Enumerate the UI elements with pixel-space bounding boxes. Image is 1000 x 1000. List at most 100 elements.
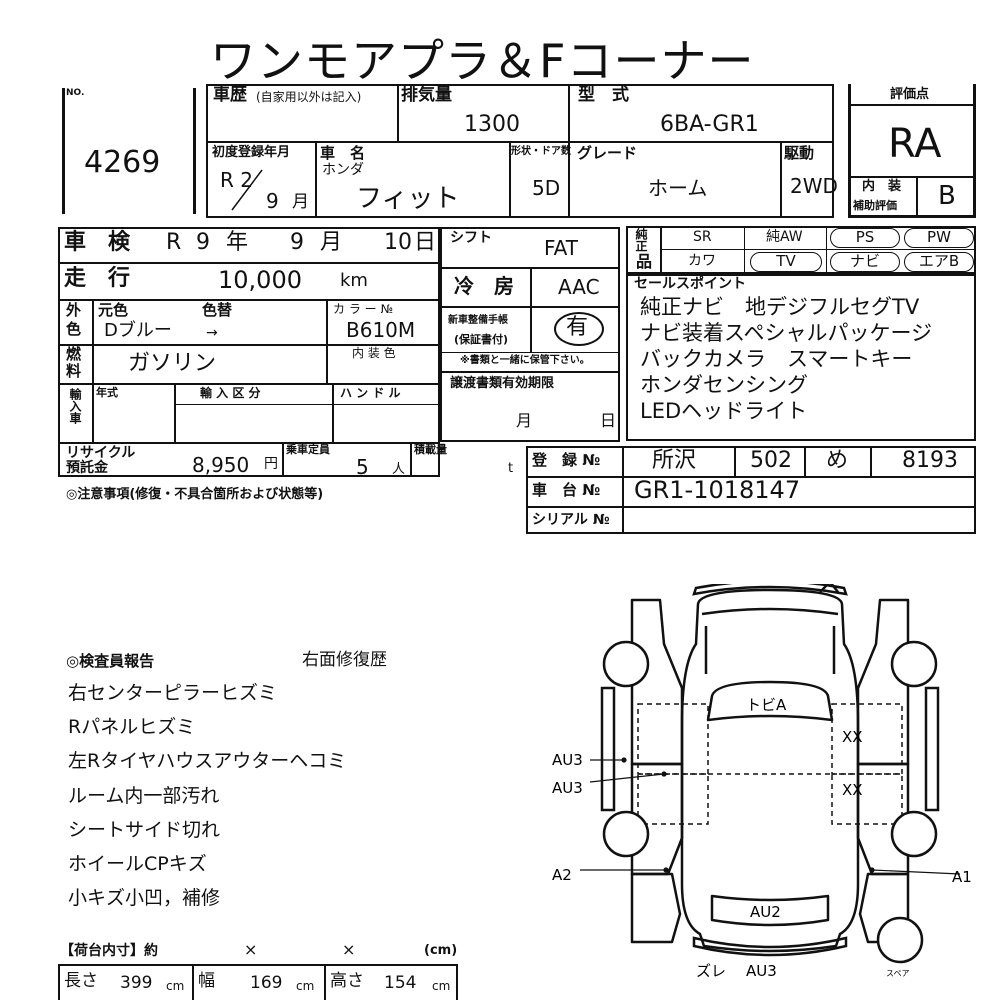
diagram-left-upper-label: AU3 xyxy=(552,751,583,769)
transfer-month-unit: 月 xyxy=(516,411,533,430)
sales-point-line: ナビ装着スペシャルパッケージ xyxy=(640,321,933,345)
chassis-label: 車 台 № xyxy=(532,481,601,499)
shift-label: シフト xyxy=(450,230,492,246)
cargo-unit-label: (cm) xyxy=(424,943,458,958)
sales-point-line: ホンダセンシング xyxy=(640,373,808,397)
cargo-length: 399 xyxy=(120,973,153,993)
divider xyxy=(397,84,399,141)
cargo-height-unit: cm xyxy=(432,979,451,993)
car-maker: ホンダ xyxy=(322,162,364,178)
color-side-label-1: 外 xyxy=(66,301,82,319)
left-rear-panel xyxy=(637,773,709,825)
car-body-outline xyxy=(680,588,860,953)
model-label: 型 式 xyxy=(578,85,629,105)
displacement-label: 排気量 xyxy=(401,85,452,105)
inspection-day: 10 xyxy=(384,230,412,255)
right-rear-wheel xyxy=(890,810,938,858)
car-damage-diagram: トビA XX XX AU3 AU3 A2 A1 AU2 ズレ AU3 スペア xyxy=(552,584,972,980)
divider xyxy=(826,226,827,274)
divider xyxy=(916,176,918,218)
manual-label-1: 新車整備手帳 xyxy=(448,315,508,326)
equipment-tv: TV xyxy=(750,252,822,272)
manual-note: ※書類と一緒に保管下さい。 xyxy=(460,355,590,366)
color-code-value: B610M xyxy=(346,318,416,342)
transfer-label: 譲渡書類有効期限 xyxy=(450,376,555,391)
divider xyxy=(530,306,532,352)
aircon-label: 冷 房 xyxy=(454,274,514,298)
divider xyxy=(660,226,662,274)
divider xyxy=(744,226,745,274)
rating-label: 評価点 xyxy=(890,87,930,102)
load-label: 積載量 xyxy=(414,443,447,456)
divider xyxy=(804,446,806,476)
interior-label-2: 補助評価 xyxy=(853,199,897,212)
right-front-wheel xyxy=(890,640,938,688)
inspector-label: ◎検査員報告 xyxy=(66,652,155,670)
divider xyxy=(92,299,94,442)
divider xyxy=(440,371,620,373)
shift-value: FAT xyxy=(544,236,579,260)
history-note: (自家用以外は記入) xyxy=(256,90,362,104)
equipment-cover: カワ xyxy=(688,253,716,269)
inspector-line: ルーム内一部汚れ xyxy=(68,785,220,807)
first-reg-month-unit: 月 xyxy=(292,192,309,212)
import-year-label: 年式 xyxy=(96,386,118,399)
registration-place: 所沢 xyxy=(652,448,697,473)
diagram-bottom-label-1: ズレ xyxy=(696,962,726,980)
serial-label: シリアル № xyxy=(532,512,610,528)
divider xyxy=(440,352,620,353)
interior-label-1: 内 装 xyxy=(862,179,902,194)
mileage-unit: km xyxy=(340,270,368,291)
sales-point-line: バックカメラ スマートキー xyxy=(640,347,913,371)
aircon-value: AAC xyxy=(558,275,600,299)
cargo-length-unit: cm xyxy=(166,979,185,993)
inspector-side-note: 右面修復歴 xyxy=(302,650,387,670)
first-reg-month: 9 xyxy=(266,189,279,213)
first-reg-era: R 2 xyxy=(220,168,253,192)
import-side-label: 輸入車 xyxy=(68,388,82,424)
equipment-ps: PS xyxy=(830,228,900,248)
inspection-year-unit: 年 xyxy=(226,230,249,255)
diagram-right-rear-marker: A1 xyxy=(952,868,972,886)
doors-label: 形状・ドア数 xyxy=(511,146,571,157)
divider xyxy=(622,446,624,534)
divider xyxy=(568,84,570,218)
inspector-line: 小キズ小凹，補修 xyxy=(68,887,221,909)
inspector-line: Rパネルヒズミ xyxy=(68,716,196,738)
divider xyxy=(780,141,782,218)
no-value: 4269 xyxy=(84,145,161,180)
diagram-roof-label: トビA xyxy=(746,696,787,714)
cargo-table xyxy=(58,964,458,1000)
inspection-era: R xyxy=(166,230,182,255)
no-bracket xyxy=(62,88,196,214)
inspection-day-unit: 日 xyxy=(414,230,437,255)
divider xyxy=(332,383,334,442)
drive-label: 駆動 xyxy=(784,144,815,162)
divider xyxy=(192,964,194,1000)
recycle-unit: 円 xyxy=(264,456,278,472)
cargo-times-1: × xyxy=(244,940,258,959)
capacity-unit: 人 xyxy=(392,462,406,477)
equipment-side-label-1: 純正 xyxy=(634,228,648,252)
cargo-height: 154 xyxy=(384,973,417,993)
chassis-value: GR1-1018147 xyxy=(634,476,801,504)
equipment-airbag: エアB xyxy=(904,252,974,272)
capacity-label: 乗車定員 xyxy=(286,443,330,456)
divider xyxy=(526,476,976,478)
divider xyxy=(174,383,176,442)
registration-block xyxy=(526,446,976,534)
cargo-height-label: 高さ xyxy=(330,971,364,991)
mileage-label: 走 行 xyxy=(64,266,131,291)
diagram-right-front-label: XX xyxy=(842,728,863,746)
rating-box xyxy=(848,84,976,218)
sales-point-line: 純正ナビ 地デジフルセグTV xyxy=(640,295,920,319)
displacement-value: 1300 xyxy=(464,112,520,137)
divider xyxy=(58,299,440,301)
left-rear-wheel xyxy=(602,810,650,858)
inspector-line: シートサイド切れ xyxy=(68,819,221,841)
first-reg-label: 初度登録年月 xyxy=(212,145,291,160)
equipment-pw: PW xyxy=(904,228,974,248)
cargo-width-unit: cm xyxy=(296,979,315,993)
recycle-label-2: 預託金 xyxy=(66,460,108,476)
recycle-label-1: リサイクル xyxy=(66,445,136,461)
